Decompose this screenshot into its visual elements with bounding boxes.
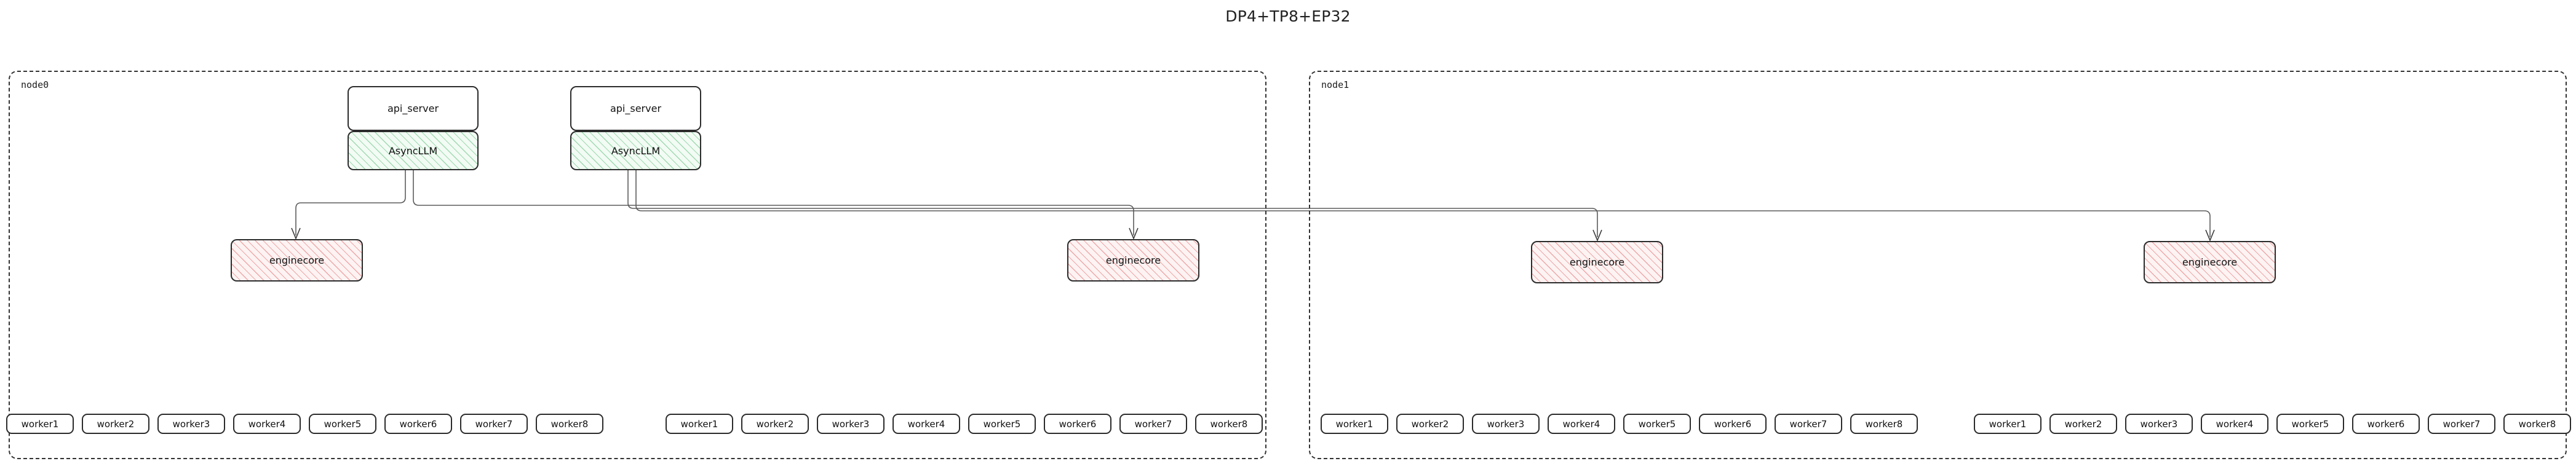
async-llm-box-node0-server0[interactable]: AsyncLLM bbox=[348, 131, 479, 170]
node-cluster-node1: node1 bbox=[1309, 71, 2567, 459]
worker-label: worker2 bbox=[2064, 418, 2102, 430]
worker-label: worker4 bbox=[248, 418, 286, 430]
api-server-label: api_server bbox=[387, 103, 439, 114]
worker-label: worker3 bbox=[1487, 418, 1525, 430]
async-llm-label: AsyncLLM bbox=[388, 144, 438, 157]
worker-box-node0-engine0-workers-5[interactable]: worker5 bbox=[309, 414, 376, 434]
worker-box-node0-engine1-workers-1[interactable]: worker1 bbox=[666, 414, 733, 434]
api-server-box-node0-server0[interactable]: api_server bbox=[348, 86, 479, 131]
worker-label: worker2 bbox=[1411, 418, 1449, 430]
worker-box-node1-engine1-workers-2[interactable]: worker2 bbox=[2049, 414, 2117, 434]
worker-box-node1-engine0-workers-3[interactable]: worker3 bbox=[1472, 414, 1540, 434]
worker-box-node1-engine0-workers-7[interactable]: worker7 bbox=[1775, 414, 1842, 434]
worker-box-node0-engine1-workers-5[interactable]: worker5 bbox=[968, 414, 1036, 434]
node-cluster-label-node1: node1 bbox=[1321, 79, 1350, 90]
worker-box-node0-engine0-workers-6[interactable]: worker6 bbox=[384, 414, 452, 434]
worker-box-node0-engine0-workers-2[interactable]: worker2 bbox=[82, 414, 149, 434]
async-llm-label: AsyncLLM bbox=[611, 144, 661, 157]
worker-label: worker7 bbox=[2443, 418, 2481, 430]
worker-box-node0-engine0-workers-7[interactable]: worker7 bbox=[460, 414, 528, 434]
worker-label: worker4 bbox=[907, 418, 945, 430]
worker-box-node1-engine0-workers-1[interactable]: worker1 bbox=[1321, 414, 1388, 434]
enginecore-label: enginecore bbox=[1105, 254, 1161, 266]
worker-box-node1-engine1-workers-3[interactable]: worker3 bbox=[2125, 414, 2193, 434]
worker-box-node1-engine1-workers-5[interactable]: worker5 bbox=[2276, 414, 2344, 434]
worker-box-node1-engine0-workers-8[interactable]: worker8 bbox=[1850, 414, 1918, 434]
worker-box-node1-engine0-workers-4[interactable]: worker4 bbox=[1548, 414, 1615, 434]
worker-label: worker8 bbox=[551, 418, 589, 430]
node-cluster-label-node0: node0 bbox=[21, 79, 49, 90]
enginecore-label: enginecore bbox=[269, 254, 325, 266]
worker-label: worker4 bbox=[1562, 418, 1600, 430]
worker-box-node1-engine1-workers-8[interactable]: worker8 bbox=[2503, 414, 2571, 434]
worker-box-node0-engine1-workers-6[interactable]: worker6 bbox=[1044, 414, 1111, 434]
async-llm-box-node0-server1[interactable]: AsyncLLM bbox=[570, 131, 701, 170]
worker-label: worker5 bbox=[1638, 418, 1676, 430]
worker-label: worker7 bbox=[1789, 418, 1827, 430]
worker-box-node0-engine0-workers-3[interactable]: worker3 bbox=[157, 414, 225, 434]
worker-box-node1-engine1-workers-7[interactable]: worker7 bbox=[2428, 414, 2495, 434]
worker-box-node0-engine1-workers-4[interactable]: worker4 bbox=[892, 414, 960, 434]
worker-label: worker1 bbox=[1335, 418, 1373, 430]
worker-label: worker3 bbox=[2140, 418, 2178, 430]
enginecore-box-node0-engine0[interactable]: enginecore bbox=[231, 239, 363, 282]
worker-label: worker1 bbox=[1989, 418, 2027, 430]
worker-label: worker7 bbox=[1134, 418, 1172, 430]
worker-label: worker8 bbox=[1865, 418, 1903, 430]
worker-label: worker8 bbox=[2518, 418, 2556, 430]
worker-label: worker6 bbox=[399, 418, 437, 430]
worker-box-node1-engine1-workers-1[interactable]: worker1 bbox=[1974, 414, 2041, 434]
worker-label: worker8 bbox=[1210, 418, 1248, 430]
worker-label: worker3 bbox=[832, 418, 870, 430]
worker-label: worker6 bbox=[1059, 418, 1097, 430]
node-cluster-node0: node0 bbox=[9, 71, 1266, 459]
worker-label: worker6 bbox=[1714, 418, 1752, 430]
enginecore-box-node1-engine0[interactable]: enginecore bbox=[1531, 241, 1663, 283]
worker-box-node1-engine1-workers-4[interactable]: worker4 bbox=[2201, 414, 2268, 434]
worker-box-node0-engine1-workers-7[interactable]: worker7 bbox=[1119, 414, 1187, 434]
worker-label: worker3 bbox=[172, 418, 210, 430]
enginecore-box-node0-engine1[interactable]: enginecore bbox=[1067, 239, 1199, 282]
page-title: DP4+TP8+EP32 bbox=[1225, 7, 1351, 25]
api-server-box-node0-server1[interactable]: api_server bbox=[570, 86, 701, 131]
worker-label: worker4 bbox=[2216, 418, 2254, 430]
worker-label: worker6 bbox=[2367, 418, 2405, 430]
worker-box-node1-engine0-workers-2[interactable]: worker2 bbox=[1396, 414, 1464, 434]
worker-label: worker5 bbox=[324, 418, 362, 430]
worker-box-node0-engine0-workers-1[interactable]: worker1 bbox=[6, 414, 74, 434]
enginecore-box-node1-engine1[interactable]: enginecore bbox=[2144, 241, 2276, 283]
enginecore-label: enginecore bbox=[1569, 256, 1625, 268]
worker-box-node0-engine0-workers-8[interactable]: worker8 bbox=[536, 414, 603, 434]
worker-label: worker5 bbox=[2291, 418, 2329, 430]
worker-box-node0-engine1-workers-8[interactable]: worker8 bbox=[1195, 414, 1263, 434]
worker-label: worker2 bbox=[97, 418, 135, 430]
worker-box-node1-engine0-workers-6[interactable]: worker6 bbox=[1699, 414, 1767, 434]
worker-label: worker1 bbox=[680, 418, 718, 430]
worker-box-node1-engine0-workers-5[interactable]: worker5 bbox=[1623, 414, 1691, 434]
enginecore-label: enginecore bbox=[2182, 256, 2238, 268]
worker-label: worker5 bbox=[983, 418, 1021, 430]
worker-label: worker1 bbox=[21, 418, 59, 430]
api-server-label: api_server bbox=[610, 103, 662, 114]
worker-box-node0-engine1-workers-3[interactable]: worker3 bbox=[817, 414, 885, 434]
worker-box-node0-engine0-workers-4[interactable]: worker4 bbox=[233, 414, 301, 434]
worker-box-node1-engine1-workers-6[interactable]: worker6 bbox=[2352, 414, 2420, 434]
worker-label: worker7 bbox=[475, 418, 513, 430]
worker-box-node0-engine1-workers-2[interactable]: worker2 bbox=[741, 414, 809, 434]
worker-label: worker2 bbox=[756, 418, 794, 430]
